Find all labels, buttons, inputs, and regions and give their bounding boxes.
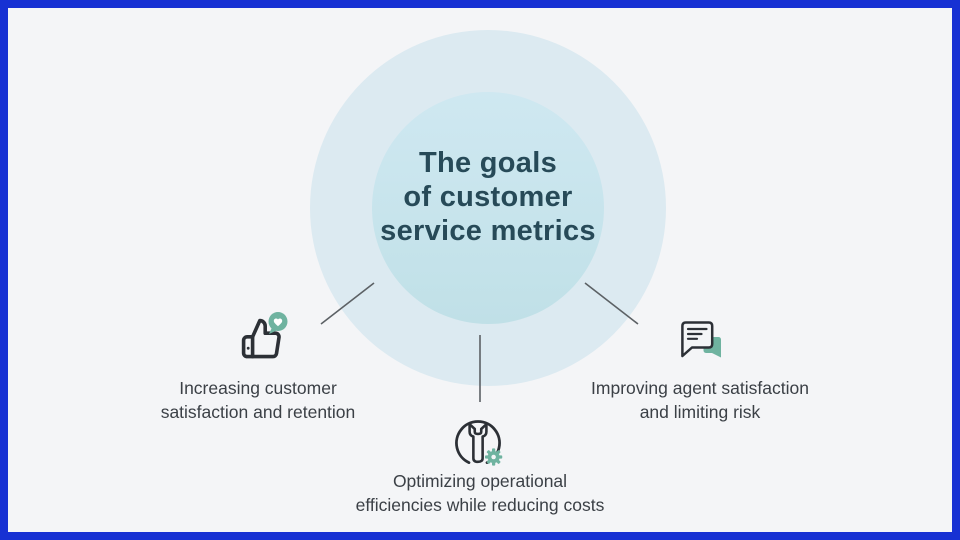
message-text-lines (686, 327, 708, 340)
diagram-title: The goals of customer service metrics (380, 147, 596, 247)
thumbs-up-hand (241, 318, 281, 359)
thumbs-up-heart-icon (241, 312, 288, 359)
heart-bubble (268, 312, 288, 334)
chat-messages-icon (681, 321, 721, 358)
inner-circle (372, 92, 604, 324)
node-label-operational-efficiency: Optimizing operational efficiencies whil… (355, 471, 605, 515)
wrench-gear-icon (455, 420, 503, 466)
node-label-customer-satisfaction: Increasing customer satisfaction and ret… (160, 378, 356, 422)
cuff-dot (246, 346, 250, 350)
gear-icon (485, 448, 503, 466)
wrench-outline (468, 422, 488, 464)
heart-icon (273, 318, 283, 327)
node-label-agent-satisfaction: Improving agent satisfaction and limitin… (591, 378, 809, 422)
